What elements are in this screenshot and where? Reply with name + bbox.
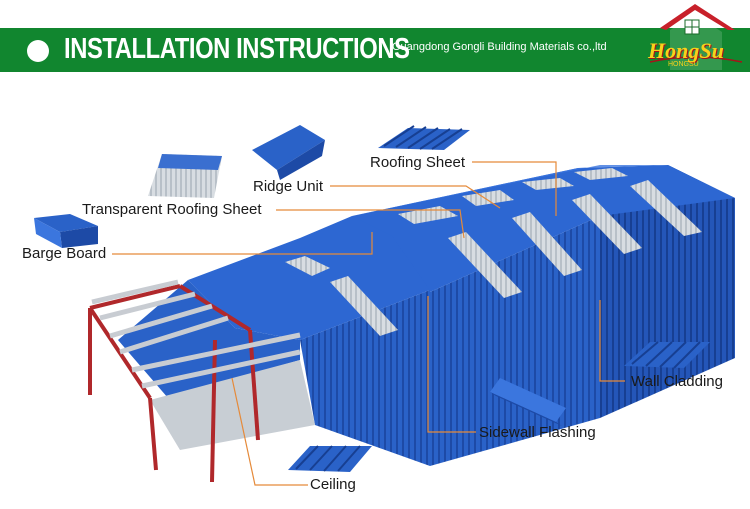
roofing-sheet-thumb: [378, 125, 470, 150]
label-ceiling: Ceiling: [310, 476, 356, 493]
label-barge-board: Barge Board: [22, 245, 107, 262]
open-bay-ceiling-liner: [150, 360, 315, 450]
bullet-circle-icon: [27, 40, 49, 62]
logo-subtext: HONGSU: [668, 61, 699, 68]
label-transparent-roofing-sheet: Transparent Roofing Sheet: [82, 201, 262, 218]
barge-board-thumb: [34, 214, 98, 248]
label-wall-cladding: Wall Cladding: [631, 373, 723, 390]
house-logo-icon: [649, 4, 743, 70]
leader-lines: [112, 161, 625, 486]
company-name: Guangdong Gongli Building Materials co.,…: [392, 41, 607, 53]
ceiling-thumb: [288, 445, 372, 472]
ridge-unit-thumb: [252, 125, 325, 180]
sidewall-flashing-thumb: [490, 378, 566, 426]
label-roofing-sheet: Roofing Sheet: [370, 154, 466, 171]
steel-frame: [88, 284, 260, 483]
transparent-sheet-thumb: [148, 154, 222, 198]
wall-cladding-thumb: [624, 341, 710, 369]
main-side-wall: [430, 216, 600, 466]
annex-roof-skylights: [285, 256, 398, 336]
annex-side-wall: [300, 290, 430, 466]
purlins: [91, 279, 301, 389]
header-banner: INSTALLATION INSTRUCTIONS Guangdong Gong…: [0, 28, 750, 72]
label-sidewall-flashing: Sidewall Flashing: [479, 424, 596, 441]
label-ridge-unit: Ridge Unit: [253, 178, 324, 195]
main-gable-wall: [600, 165, 735, 418]
logo-text: HongSu: [648, 38, 724, 63]
page-title: INSTALLATION INSTRUCTIONS: [64, 33, 410, 65]
